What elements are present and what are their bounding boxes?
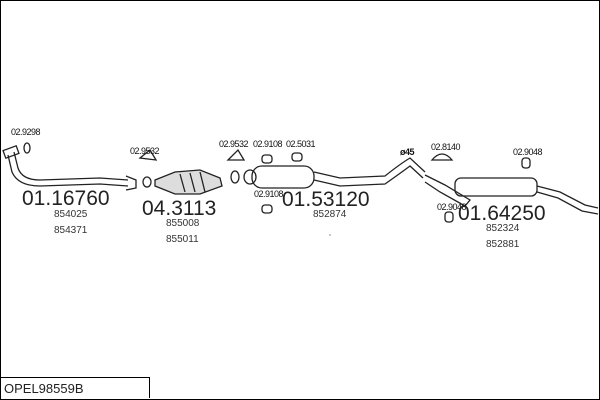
part-number: 01.64250	[458, 202, 546, 225]
part-ref: 852881	[486, 239, 520, 250]
part-number: 04.3113	[142, 197, 217, 220]
part-number: 01.53120	[282, 188, 370, 211]
rear-silencer	[424, 153, 599, 223]
diameter-label: ø45	[400, 147, 415, 157]
fitting-label: 02.9532	[219, 139, 249, 149]
part-ref: 852874	[313, 209, 347, 220]
fitting-label: 02.8140	[431, 142, 461, 152]
catalyst	[138, 148, 257, 195]
middle-silencer	[251, 152, 426, 214]
fitting-label: 02.9108	[254, 189, 284, 199]
fitting-label: 02.5031	[286, 139, 316, 149]
fitting-label: 02.9108	[253, 139, 283, 149]
part-ref: 852324	[486, 223, 520, 234]
fitting-label: 02.9048	[437, 202, 467, 212]
fitting-label: 02.9048	[513, 147, 543, 157]
part-ref: 855008	[166, 218, 200, 229]
fitting-label: 02.9298	[11, 127, 41, 137]
front-pipe	[2, 145, 137, 191]
clamp-icon	[23, 142, 31, 154]
part-number: 01.16760	[22, 187, 110, 210]
part-ref: 855011	[166, 234, 199, 245]
diagram-code: OPEL98559B	[0, 377, 150, 398]
fitting-label: 02.9532	[130, 146, 160, 156]
part-ref: 854371	[54, 225, 88, 236]
part-ref: 854025	[54, 209, 88, 220]
